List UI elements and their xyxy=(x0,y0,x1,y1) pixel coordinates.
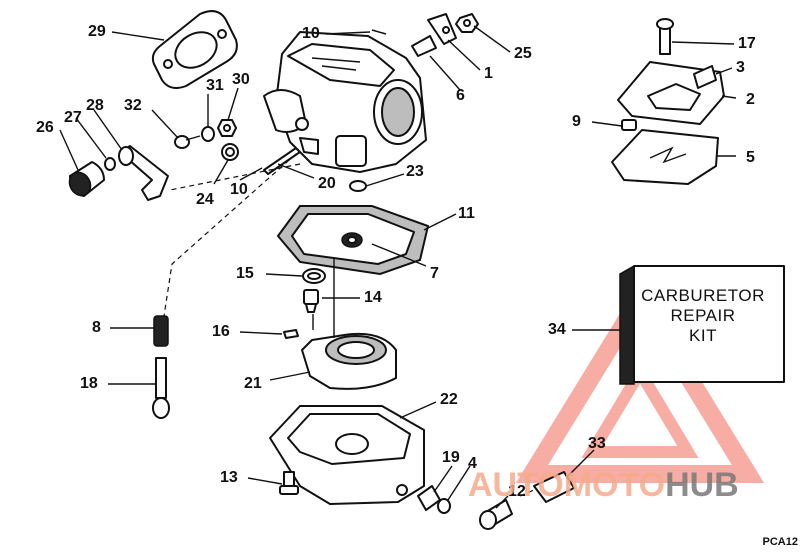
callout-22: 22 xyxy=(440,391,458,408)
watermark-logo xyxy=(515,280,765,483)
part-1-bracket xyxy=(427,13,457,45)
reference-code: PCA12 xyxy=(762,536,798,548)
part-24-ring xyxy=(221,143,239,161)
part-29-flange-gasket xyxy=(151,10,238,89)
callout-6: 6 xyxy=(456,87,465,104)
callout-26: 26 xyxy=(36,119,54,136)
callout-29: 29 xyxy=(88,23,106,40)
part-4-washer xyxy=(437,498,451,514)
part-10-pin-top xyxy=(371,29,387,35)
callout-10-lower: 10 xyxy=(230,181,248,198)
part-32-screw xyxy=(174,135,201,149)
part-16-pin xyxy=(283,329,299,339)
callout-23: 23 xyxy=(406,163,424,180)
callout-3: 3 xyxy=(736,59,745,76)
part-17-screw xyxy=(656,18,674,55)
callout-13: 13 xyxy=(220,469,238,486)
callout-10-top: 10 xyxy=(302,25,320,42)
callout-1: 1 xyxy=(484,65,493,82)
part-11-bowl-gasket xyxy=(276,205,430,276)
callout-27: 27 xyxy=(64,109,82,126)
part-14-needle-valve xyxy=(303,289,319,330)
callout-20: 20 xyxy=(318,175,336,192)
part-18-mixture-screw xyxy=(152,357,170,419)
part-30-nut xyxy=(217,119,237,137)
callout-30: 30 xyxy=(232,71,250,88)
callout-25: 25 xyxy=(514,45,532,62)
part-20-carburetor-body xyxy=(263,31,427,173)
part-27-ring xyxy=(104,157,116,171)
callout-24: 24 xyxy=(196,191,214,208)
kit-label-line-1: CARBURETOR xyxy=(641,286,765,305)
callout-5: 5 xyxy=(746,149,755,166)
callout-7: 7 xyxy=(430,265,439,282)
watermark-text: AUTOMOTOHUB xyxy=(468,466,739,505)
callout-21: 21 xyxy=(244,375,262,392)
callout-2: 2 xyxy=(746,91,755,108)
part-15-ring xyxy=(302,268,326,284)
callout-19: 19 xyxy=(442,449,460,466)
callout-18: 18 xyxy=(80,375,98,392)
callout-16: 16 xyxy=(212,323,230,340)
kit-label-line-2: REPAIR xyxy=(670,306,736,325)
callout-leaders xyxy=(59,25,737,509)
callout-14: 14 xyxy=(364,289,382,306)
part-6-screw xyxy=(411,35,437,57)
part-19-spring xyxy=(417,485,441,511)
part-34-repair-kit-box xyxy=(619,264,785,385)
part-9-plug xyxy=(621,119,637,131)
part-3-fitting xyxy=(693,65,717,89)
part-22-float-bowl xyxy=(269,405,425,505)
kit-label-line-3: KIT xyxy=(689,326,717,345)
part-33-idle-screw xyxy=(519,471,575,503)
part-26-choke-knob xyxy=(68,161,105,197)
part-13-screw xyxy=(279,471,299,495)
watermark-text-part-2: HUB xyxy=(665,466,739,504)
part-23-plug xyxy=(349,180,367,192)
callout-4: 4 xyxy=(468,455,477,472)
callout-31: 31 xyxy=(206,77,224,94)
callout-12: 12 xyxy=(508,483,526,500)
part-28-choke-lever xyxy=(118,145,169,201)
callout-11: 11 xyxy=(458,205,475,222)
callout-8: 8 xyxy=(92,319,101,336)
callout-33: 33 xyxy=(588,435,606,452)
part-25-nut xyxy=(455,13,479,33)
callout-28: 28 xyxy=(86,97,104,114)
callout-17: 17 xyxy=(738,35,756,52)
part-31-washer xyxy=(201,126,215,142)
callout-9: 9 xyxy=(572,113,581,130)
watermark-text-part-1: AUTOMOTO xyxy=(468,466,666,504)
callout-15: 15 xyxy=(236,265,254,282)
part-21-float xyxy=(301,332,397,390)
part-5-pump-gasket xyxy=(611,129,719,185)
part-8-spring xyxy=(153,315,169,347)
part-12-screw xyxy=(479,499,513,530)
callout-32: 32 xyxy=(124,97,142,114)
callout-34: 34 xyxy=(548,321,566,338)
